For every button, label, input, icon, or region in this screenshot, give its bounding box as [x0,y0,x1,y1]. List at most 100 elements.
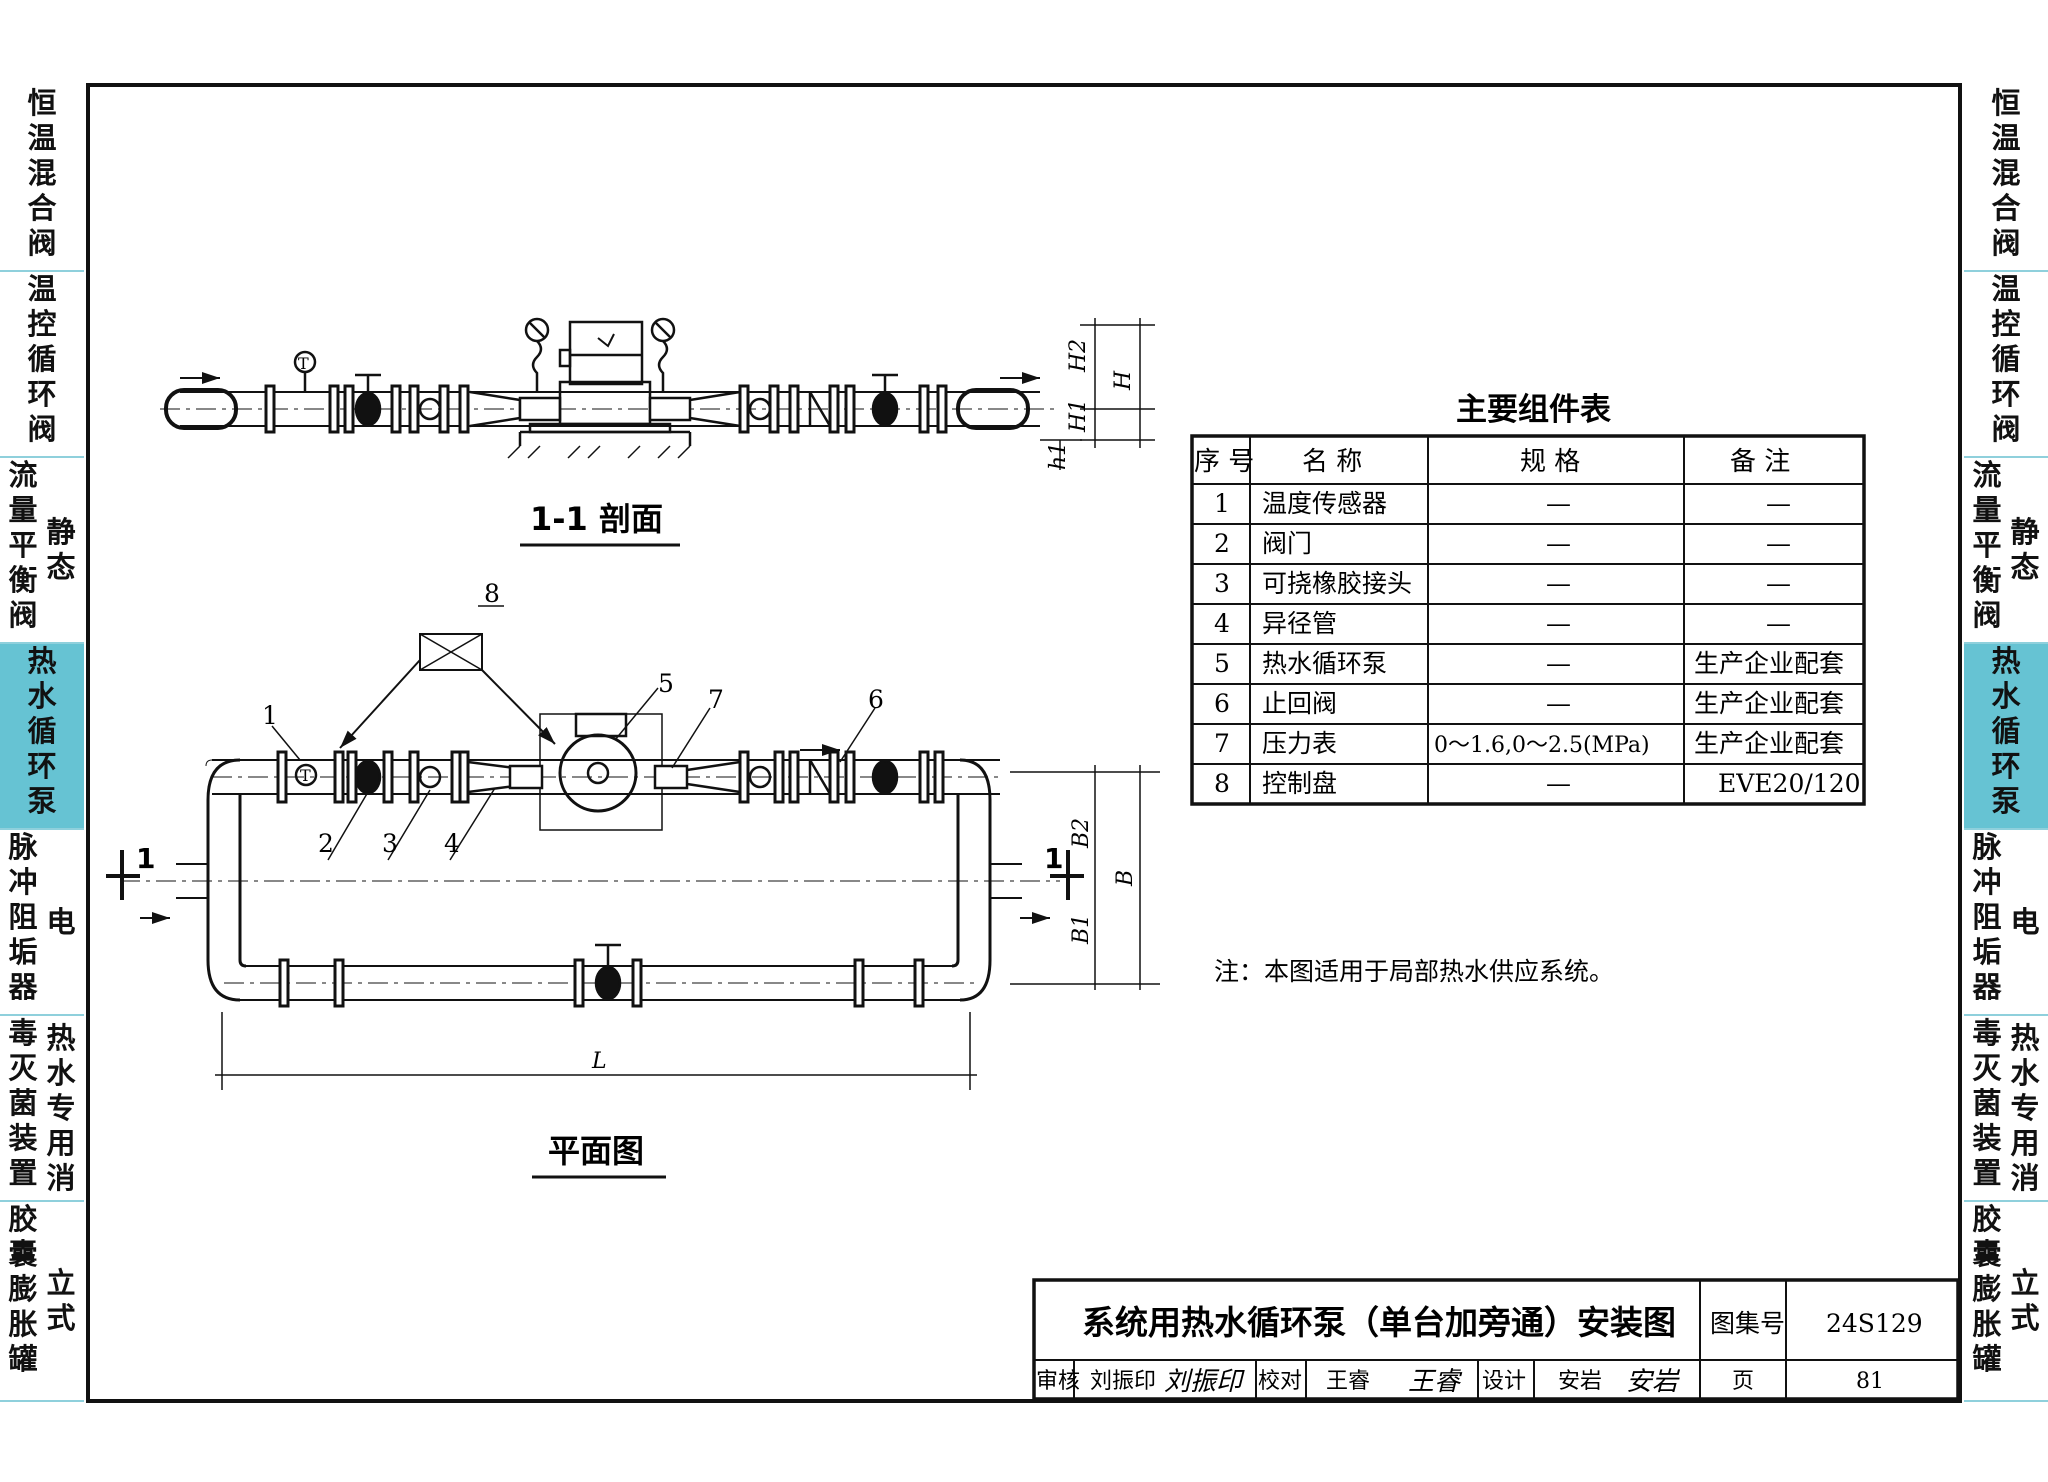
side-tab-char: 泵 [1991,784,2021,818]
th-note: 备 注 [1730,447,1790,477]
side-tab-char: 循 [1991,342,2021,376]
side-tab-t2[interactable]: 温控循环阀 [1964,272,2048,458]
note: 注：本图适用于局部热水供应系统。 [1214,957,1614,986]
side-tab-char: 阀 [27,412,57,446]
side-tab-column: 电 [45,830,77,1014]
side-tab-char: 环 [1991,749,2021,783]
side-tab-t5[interactable]: 脉冲阻垢器电 [0,830,84,1016]
side-tab-t6[interactable]: 毒灭菌装置热水专用消 [1964,1016,2048,1202]
side-tab-char: 温 [27,121,57,155]
side-tab-char: 静 [2010,515,2040,549]
side-tab-t7[interactable]: 胶囊膨胀罐立式 [1964,1202,2048,1402]
side-tab-char: 菌 [8,1086,38,1120]
side-tab-t4[interactable]: 热水循环泵 [1964,644,2048,830]
callout-8: 8 [484,579,500,608]
side-tab-char: 态 [46,550,76,584]
cell-spec: — [1546,769,1571,798]
side-tab-char: 水 [1991,679,2021,713]
side-tab-char: 用 [46,1125,76,1160]
side-tab-char: 膨 [8,1272,38,1306]
side-tab-char: 静 [46,515,76,549]
checker-name: 王睿 [1326,1369,1370,1394]
side-tab-char: 平 [8,528,38,562]
cell-spec: — [1546,609,1571,638]
side-tab-column: 毒灭菌装置 [7,1016,39,1200]
side-tab-column: 热水循环泵 [26,644,58,828]
side-tab-column: 温控循环阀 [1990,272,2022,456]
callout-5: 5 [658,669,674,698]
dim-b2-label: B2 [1069,818,1094,849]
designer-name: 安岩 [1558,1369,1602,1394]
checker-signature: 王睿 [1408,1367,1463,1397]
side-tab-char: 冲 [8,865,38,899]
side-tab-char: 量 [1972,493,2002,527]
side-tab-char: 水 [27,679,57,713]
side-tab-char: 囊 [1972,1237,2002,1271]
side-tab-column: 热水循环泵 [1990,644,2022,828]
side-tab-t2[interactable]: 温控循环阀 [0,272,84,458]
callouts: 8 1 5 7 6 2 3 4 [262,579,884,858]
reviewer-signature: 刘振印 [1164,1367,1245,1397]
side-tab-char: 温 [1991,272,2021,306]
side-tab-t5[interactable]: 脉冲阻垢器电 [1964,830,2048,1016]
side-tab-char: 阻 [1972,900,2002,934]
review-label: 审核 [1036,1369,1080,1394]
side-tab-t4[interactable]: 热水循环泵 [0,644,84,830]
side-tab-column: 胶囊膨胀罐 [7,1202,39,1400]
side-tab-column: 静态 [45,458,77,642]
side-tab-char: 热 [46,1020,76,1055]
cell-spec: 0～1.6,0～2.5(MPa) [1434,733,1650,758]
signature-row: 审核 刘振印 刘振印 校对 王睿 王睿 设计 安岩 安岩 页 81 [1036,1367,1884,1397]
side-tab-t7[interactable]: 胶囊膨胀罐立式 [0,1202,84,1402]
cell-note: EVE20/120 [1718,769,1861,798]
side-tab-char: 阻 [8,900,38,934]
side-tab-char: 膨 [1972,1272,2002,1306]
side-tab-char: 控 [1991,307,2021,341]
section-view [160,317,1155,470]
side-tab-char: 囊 [8,1237,38,1271]
side-tab-char: 冲 [1972,865,2002,899]
side-tab-char: 胀 [8,1307,38,1341]
section-mark-left: 1 [136,842,155,875]
dim-b-label: B [1113,870,1138,887]
cell-no: 4 [1214,609,1230,638]
cell-name: 温度传感器 [1262,489,1387,518]
callout-3: 3 [382,829,398,858]
title-block [1032,1278,1960,1401]
drawing-title: 系统用热水循环泵（单台加旁通）安装图 [1082,1303,1676,1342]
side-tab-column: 温控循环阀 [26,272,58,456]
callout-1: 1 [262,701,278,730]
side-tab-char: 罐 [1972,1342,2002,1376]
side-tab-char: 脉 [1972,830,2002,864]
side-tab-char: 阀 [1991,226,2021,260]
side-tab-t6[interactable]: 毒灭菌装置热水专用消 [0,1016,84,1202]
cell-note: 生产企业配套 [1694,649,1844,678]
dim-l-label: L [591,1049,607,1074]
side-tab-column: 热水专用消 [45,1016,77,1200]
check-label: 校对 [1258,1369,1302,1394]
side-tab-char: 罐 [8,1342,38,1376]
side-tab-column: 流量平衡阀 [7,458,39,642]
side-tab-char: 灭 [8,1051,38,1085]
side-tab-char: 控 [27,307,57,341]
side-tab-t3[interactable]: 流量平衡阀静态 [1964,458,2048,644]
side-tab-char: 专 [46,1090,76,1125]
designer-signature: 安岩 [1626,1367,1681,1397]
side-tab-char: 衡 [1972,563,2002,597]
side-tab-char: 恒 [27,86,57,120]
side-tab-column: 热水专用消 [2009,1016,2041,1200]
table-title: 主要组件表 [1456,392,1611,428]
callout-7: 7 [708,685,724,714]
side-tab-char: 环 [1991,377,2021,411]
dim-h-label: H [1111,370,1136,391]
design-label: 设计 [1482,1369,1526,1394]
side-tab-t1[interactable]: 恒温混合阀 [0,86,84,272]
cell-no: 7 [1214,729,1230,758]
component-table [1190,434,1866,806]
atlas-label: 图集号 [1710,1309,1785,1338]
cell-spec: — [1546,569,1571,598]
side-tab-t1[interactable]: 恒温混合阀 [1964,86,2048,272]
side-tab-t3[interactable]: 流量平衡阀静态 [0,458,84,644]
side-tab-char: 置 [1972,1156,2002,1190]
